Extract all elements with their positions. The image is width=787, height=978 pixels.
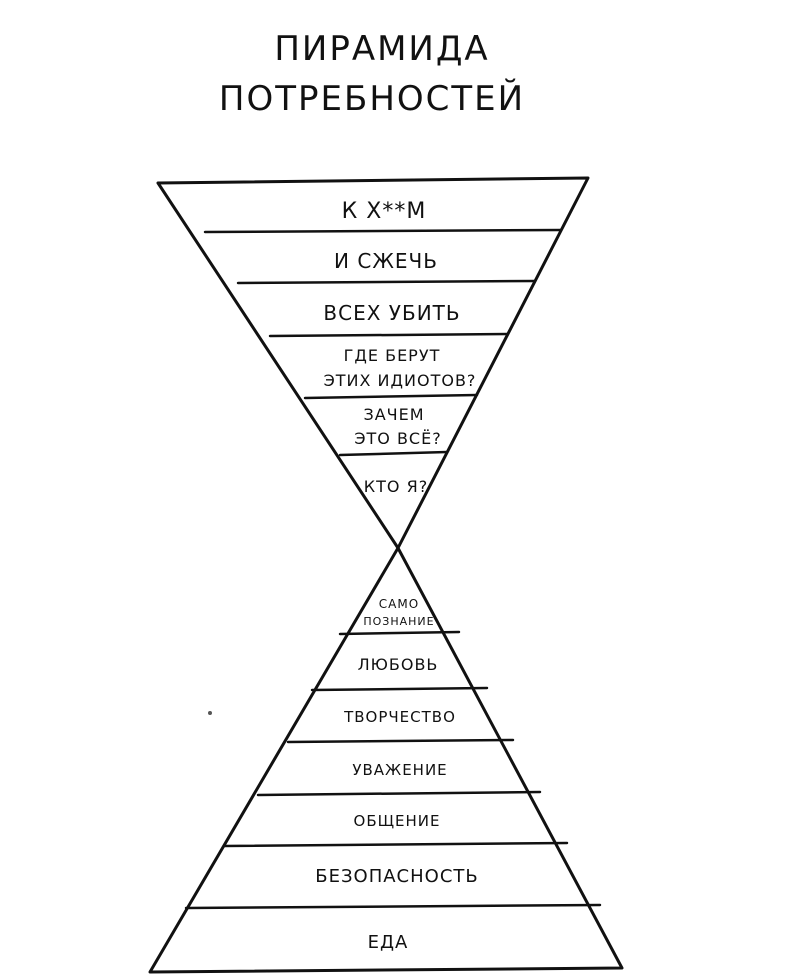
top-level-3-label: ВСЕХ УБИТЬ xyxy=(323,301,460,325)
top-divider-4 xyxy=(303,393,479,400)
title-line-2: ПОТРЕБНОСТЕЙ xyxy=(219,78,525,119)
top-divider-2 xyxy=(236,279,537,285)
bottom-divider-1 xyxy=(338,630,461,636)
top-level-4-label-line-2: ЭТИХ ИДИОТОВ? xyxy=(324,371,477,390)
top-level-5-label-line-1: ЗАЧЕМ xyxy=(363,405,424,424)
top-level-5-label-line-2: ЭТО ВСЁ? xyxy=(354,429,441,448)
top-level-6-label: КТО Я? xyxy=(364,477,428,496)
bottom-divider-2 xyxy=(310,686,489,692)
top-divider-5 xyxy=(338,450,449,457)
inverted-pyramid: К Х**М И СЖЕЧЬ ВСЕХ УБИТЬ ГДЕ БЕРУТ ЭТИХ… xyxy=(156,176,590,550)
bottom-level-6-label: БЕЗОПАСНОСТЬ xyxy=(315,866,478,887)
stray-dot xyxy=(208,711,212,715)
top-divider-3 xyxy=(268,332,510,338)
top-level-4-label-line-1: ГДЕ БЕРУТ xyxy=(344,346,441,365)
bottom-level-1-label-line-1: САМО xyxy=(379,597,419,611)
bottom-level-1-label-line-2: ПОЗНАНИЕ xyxy=(363,615,434,628)
bottom-level-5-label: ОБЩЕНИЕ xyxy=(354,812,441,830)
title-line-1: ПИРАМИДА xyxy=(274,29,489,69)
bottom-divider-5 xyxy=(222,841,569,848)
top-divider-1 xyxy=(203,228,563,234)
bottom-level-3-label: ТВОРЧЕСТВО xyxy=(343,708,456,726)
bottom-divider-3 xyxy=(286,738,515,744)
upright-pyramid: САМО ПОЗНАНИЕ ЛЮБОВЬ ТВОРЧЕСТВО УВАЖЕНИЕ… xyxy=(148,546,624,974)
top-level-1-label: К Х**М xyxy=(342,199,427,224)
top-level-2-label: И СЖЕЧЬ xyxy=(334,249,438,273)
upright-pyramid-outline xyxy=(148,546,624,974)
bottom-level-2-label: ЛЮБОВЬ xyxy=(358,655,439,674)
bottom-level-4-label: УВАЖЕНИЕ xyxy=(352,761,447,779)
inverted-pyramid-outline xyxy=(156,176,590,550)
bottom-divider-6 xyxy=(184,903,602,910)
bottom-level-7-label: ЕДА xyxy=(368,932,409,953)
bottom-divider-4 xyxy=(256,790,542,797)
